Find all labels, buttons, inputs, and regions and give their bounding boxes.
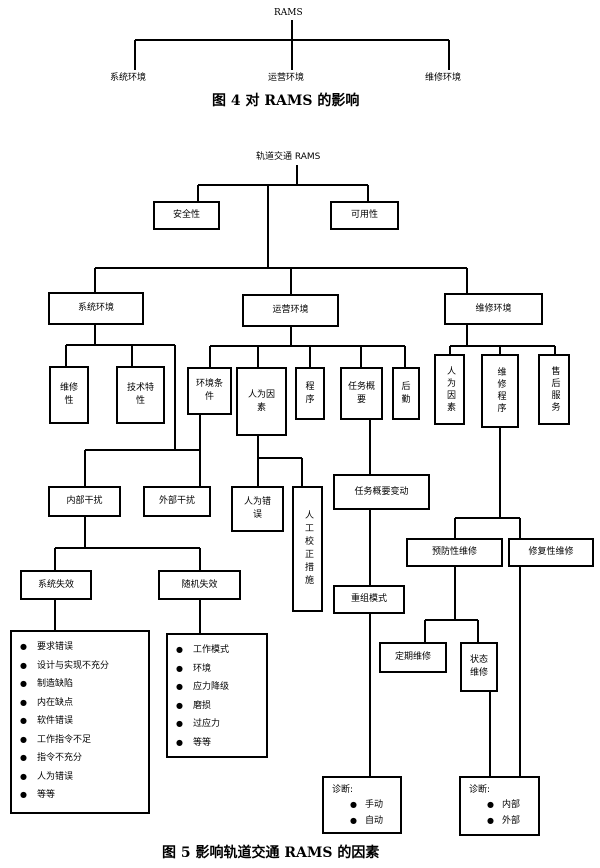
fig4-maint-env: 维修环境: [425, 73, 462, 83]
safety-box: 安全性: [153, 201, 220, 230]
after-sales-box: 售后服务: [538, 354, 570, 425]
list-item: 等等: [176, 734, 258, 753]
env-cond-box: 环境条件: [187, 367, 232, 415]
external-interference-box: 外部干扰: [143, 486, 211, 517]
diagnosis-title: 诊断:: [469, 785, 491, 795]
random-failure-box: 随机失效: [158, 570, 241, 600]
random-failure-list: 工作模式 环境 应力降级 磨损 过应力 等等: [166, 633, 268, 758]
logistics-box: 后勤: [392, 367, 420, 420]
list-item: 内在缺点: [20, 694, 140, 713]
list-item: 自动: [332, 813, 392, 829]
list-item: 过应力: [176, 715, 258, 734]
reorg-mode-box: 重组模式: [333, 585, 405, 614]
list-item: 环境: [176, 660, 258, 679]
list-item: 外部: [469, 813, 530, 829]
list-item: 工作模式: [176, 641, 258, 660]
list-item: 工作指令不足: [20, 731, 140, 750]
list-item: 内部: [469, 797, 530, 813]
list-item: 软件错误: [20, 712, 140, 731]
human-factor-box: 人为因素: [236, 367, 287, 436]
diagnosis-box-ops: 诊断: 手动 自动: [322, 776, 402, 834]
availability-box: 可用性: [330, 201, 399, 230]
system-failure-box: 系统失效: [20, 570, 92, 600]
fig5-root: 轨道交通 RAMS: [256, 152, 321, 162]
fig4-root: RAMS: [274, 8, 303, 18]
human-error-box: 人为错误: [231, 486, 284, 532]
mission-profile-box: 任务概要: [340, 367, 383, 420]
list-item: 指令不充分: [20, 749, 140, 768]
preventive-maint-box: 预防性维修: [406, 538, 503, 567]
maintainability-box: 维修性: [49, 366, 89, 424]
fig4-caption: 图 4 对 RAMS 的影响: [212, 93, 360, 109]
maint-procedure-box: 维修程序: [481, 354, 519, 428]
system-failure-list: 要求错误 设计与实现不充分 制造缺陷 内在缺点 软件错误 工作指令不足 指令不充…: [10, 630, 150, 814]
mission-change-box: 任务概要变动: [333, 474, 430, 510]
maint-env-box: 维修环境: [444, 293, 543, 325]
list-item: 磨损: [176, 697, 258, 716]
maint-human-factor-box: 人为因素: [434, 354, 465, 425]
list-item: 设计与实现不充分: [20, 657, 140, 676]
internal-interference-box: 内部干扰: [48, 486, 121, 517]
list-item: 人为错误: [20, 768, 140, 787]
system-env-box: 系统环境: [48, 292, 144, 325]
list-item: 应力降级: [176, 678, 258, 697]
fig5-caption: 图 5 影响轨道交通 RAMS 的因素: [162, 845, 380, 861]
fig4-system-env: 系统环境: [110, 73, 147, 83]
condition-maint-box: 状态维修: [460, 642, 498, 692]
fig4-ops-env: 运营环境: [268, 73, 305, 83]
list-item: 手动: [332, 797, 392, 813]
list-item: 要求错误: [20, 638, 140, 657]
diagnosis-title: 诊断:: [332, 785, 354, 795]
ops-env-box: 运营环境: [242, 294, 339, 327]
tech-char-box: 技术特性: [116, 366, 165, 424]
procedure-box: 程序: [295, 367, 325, 420]
manual-correction-box: 人工校正措施: [292, 486, 323, 612]
list-item: 制造缺陷: [20, 675, 140, 694]
list-item: 等等: [20, 786, 140, 805]
periodic-maint-box: 定期维修: [379, 642, 447, 673]
diagnosis-box-maint: 诊断: 内部 外部: [459, 776, 540, 836]
corrective-maint-box: 修复性维修: [508, 538, 594, 567]
